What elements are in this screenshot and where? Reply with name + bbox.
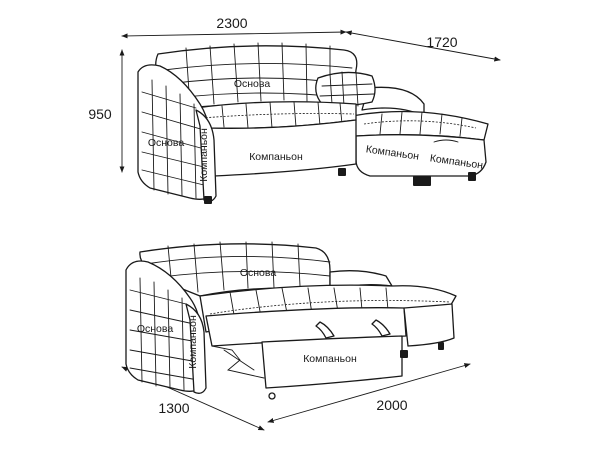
wheel-left <box>268 392 276 400</box>
label-base-back-bottom: Основа <box>240 267 277 279</box>
chaise-front <box>355 134 487 177</box>
armrest-unfolded-side <box>185 303 207 394</box>
label-base-back-top: Основа <box>234 78 271 90</box>
dim-top-depth: 1720 <box>426 34 457 50</box>
pullout-frame <box>211 345 265 379</box>
label-companion-seat-top: Компаньон <box>249 151 303 163</box>
dim-bottom-length: 2000 <box>376 397 407 413</box>
dim-line-top-depth <box>345 30 501 62</box>
arm-leg <box>204 196 212 204</box>
seat-quilting <box>201 101 355 129</box>
sleeping-quilting <box>209 287 451 327</box>
pillow-pattern <box>319 71 375 107</box>
handle-left <box>315 321 335 339</box>
handle-right <box>371 319 391 337</box>
chaise-leg <box>413 176 431 186</box>
dim-line-top-width <box>121 29 347 39</box>
chaise-handle <box>433 139 459 143</box>
label-base-arm-top: Основа <box>148 137 185 149</box>
armrest-quilting <box>141 79 209 199</box>
sofa-folded-view: Основа Основа Компаньон Компаньон Компан… <box>137 42 489 204</box>
dimension-values: 2300 1720 950 1300 2000 <box>88 15 457 416</box>
lower-module <box>261 335 403 389</box>
seat-front <box>205 119 357 177</box>
label-companion-lower-bottom: Компаньон <box>303 353 357 365</box>
backrest-unfolded-quilting <box>145 241 331 293</box>
leg-unfolded-right <box>400 350 408 358</box>
throw-pillow <box>315 71 376 107</box>
label-companion-arm-bottom: Компаньон <box>187 315 199 369</box>
seat-leg <box>338 168 346 176</box>
sofa-unfolded-view: Основа Основа Компаньон Компаньон <box>125 241 457 400</box>
dim-bottom-depth: 1300 <box>158 400 189 416</box>
dim-top-width: 2300 <box>216 15 247 31</box>
armrest-unfolded-quilting <box>129 277 199 391</box>
label-base-arm-bottom: Основа <box>137 323 174 335</box>
dim-line-bottom-length <box>267 363 471 423</box>
dim-height: 950 <box>88 106 112 122</box>
chaise-leg-right <box>468 172 476 181</box>
bed-right-module <box>403 303 455 347</box>
chaise-quilting <box>363 111 477 137</box>
leg-unfolded-far <box>438 342 444 350</box>
label-companion-arm-top: Компаньон <box>198 128 210 182</box>
